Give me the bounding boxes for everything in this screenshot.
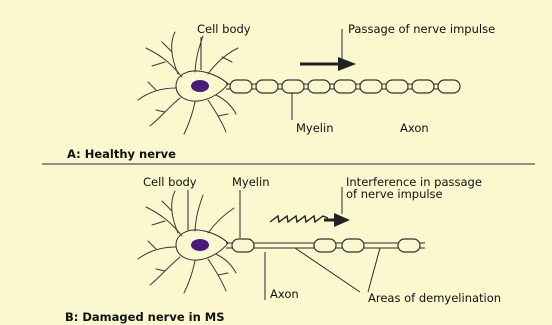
myelin-segment [398,239,420,252]
myelin-segment [386,80,408,93]
panel-a-myelin-label: Myelin [296,121,333,135]
myelin-segment [412,80,434,93]
panel-a-cell-body-label: Cell body [197,22,251,36]
panel-a-dendrite [216,95,236,114]
panel-b-cell-body-label: Cell body [143,175,197,189]
myelin-segment [334,80,356,93]
panel-b-dendrite [208,259,228,291]
panel-a-dendrite [162,32,178,74]
panel-b-neuron [138,191,236,293]
panel-b-dendrite [150,257,180,285]
panel-a-dendrite [138,82,176,100]
panel-a-neuron [138,32,238,134]
panel-b-damaged-nerve: Cell body Myelin Interference in passage… [65,175,501,324]
panel-b-dendrite [162,191,178,233]
panel-b-dendrite [195,195,203,231]
panel-a-impulse-arrow [300,57,356,71]
panel-b-dendrite [208,208,234,233]
panel-b-myelin-sheath [232,239,420,252]
panel-a-caption: A: Healthy nerve [67,147,176,161]
myelin-segment [308,80,330,93]
myelin-segment [360,80,382,93]
panel-b-dendrite [146,207,182,236]
panel-b-caption: B: Damaged nerve in MS [65,310,225,324]
panel-a-dendrite [195,36,203,72]
panel-b-demyelination-leader [368,248,380,292]
panel-b-demyelination-label: Areas of demyelination [368,291,501,305]
myelin-segment [230,80,252,93]
panel-b-dendrite [138,241,176,259]
myelin-segment [314,239,336,252]
myelin-segment [232,239,254,252]
panel-b-nucleus [191,239,209,251]
panel-b-dendrite [184,261,195,293]
panel-b-myelin-label: Myelin [232,175,269,189]
panel-a-axon-label: Axon [400,121,429,135]
panel-a-myelin-sheath [230,80,460,93]
panel-a-dendrite [184,102,195,134]
panel-b-interference-label-line2: of nerve impulse [346,187,443,201]
panel-a-nucleus [191,80,209,92]
myelin-segment [256,80,278,93]
panel-a-dendrite [208,100,228,132]
panel-b-demyelination-leader [295,248,360,292]
panel-a-dendrite [208,48,238,74]
myelin-segment [342,239,364,252]
myelin-segment [438,80,460,93]
panel-a-dendrite [146,48,182,77]
panel-b-dendrite [216,254,236,273]
panel-a-impulse-label: Passage of nerve impulse [348,22,495,36]
panel-b-interference-arrow [270,213,350,227]
panel-b-axon-label: Axon [270,287,299,301]
panel-a-dendrite [150,98,180,126]
panel-a-healthy-nerve: Cell body Passage of nerve impulse Myeli… [67,22,495,161]
myelin-segment [282,80,304,93]
